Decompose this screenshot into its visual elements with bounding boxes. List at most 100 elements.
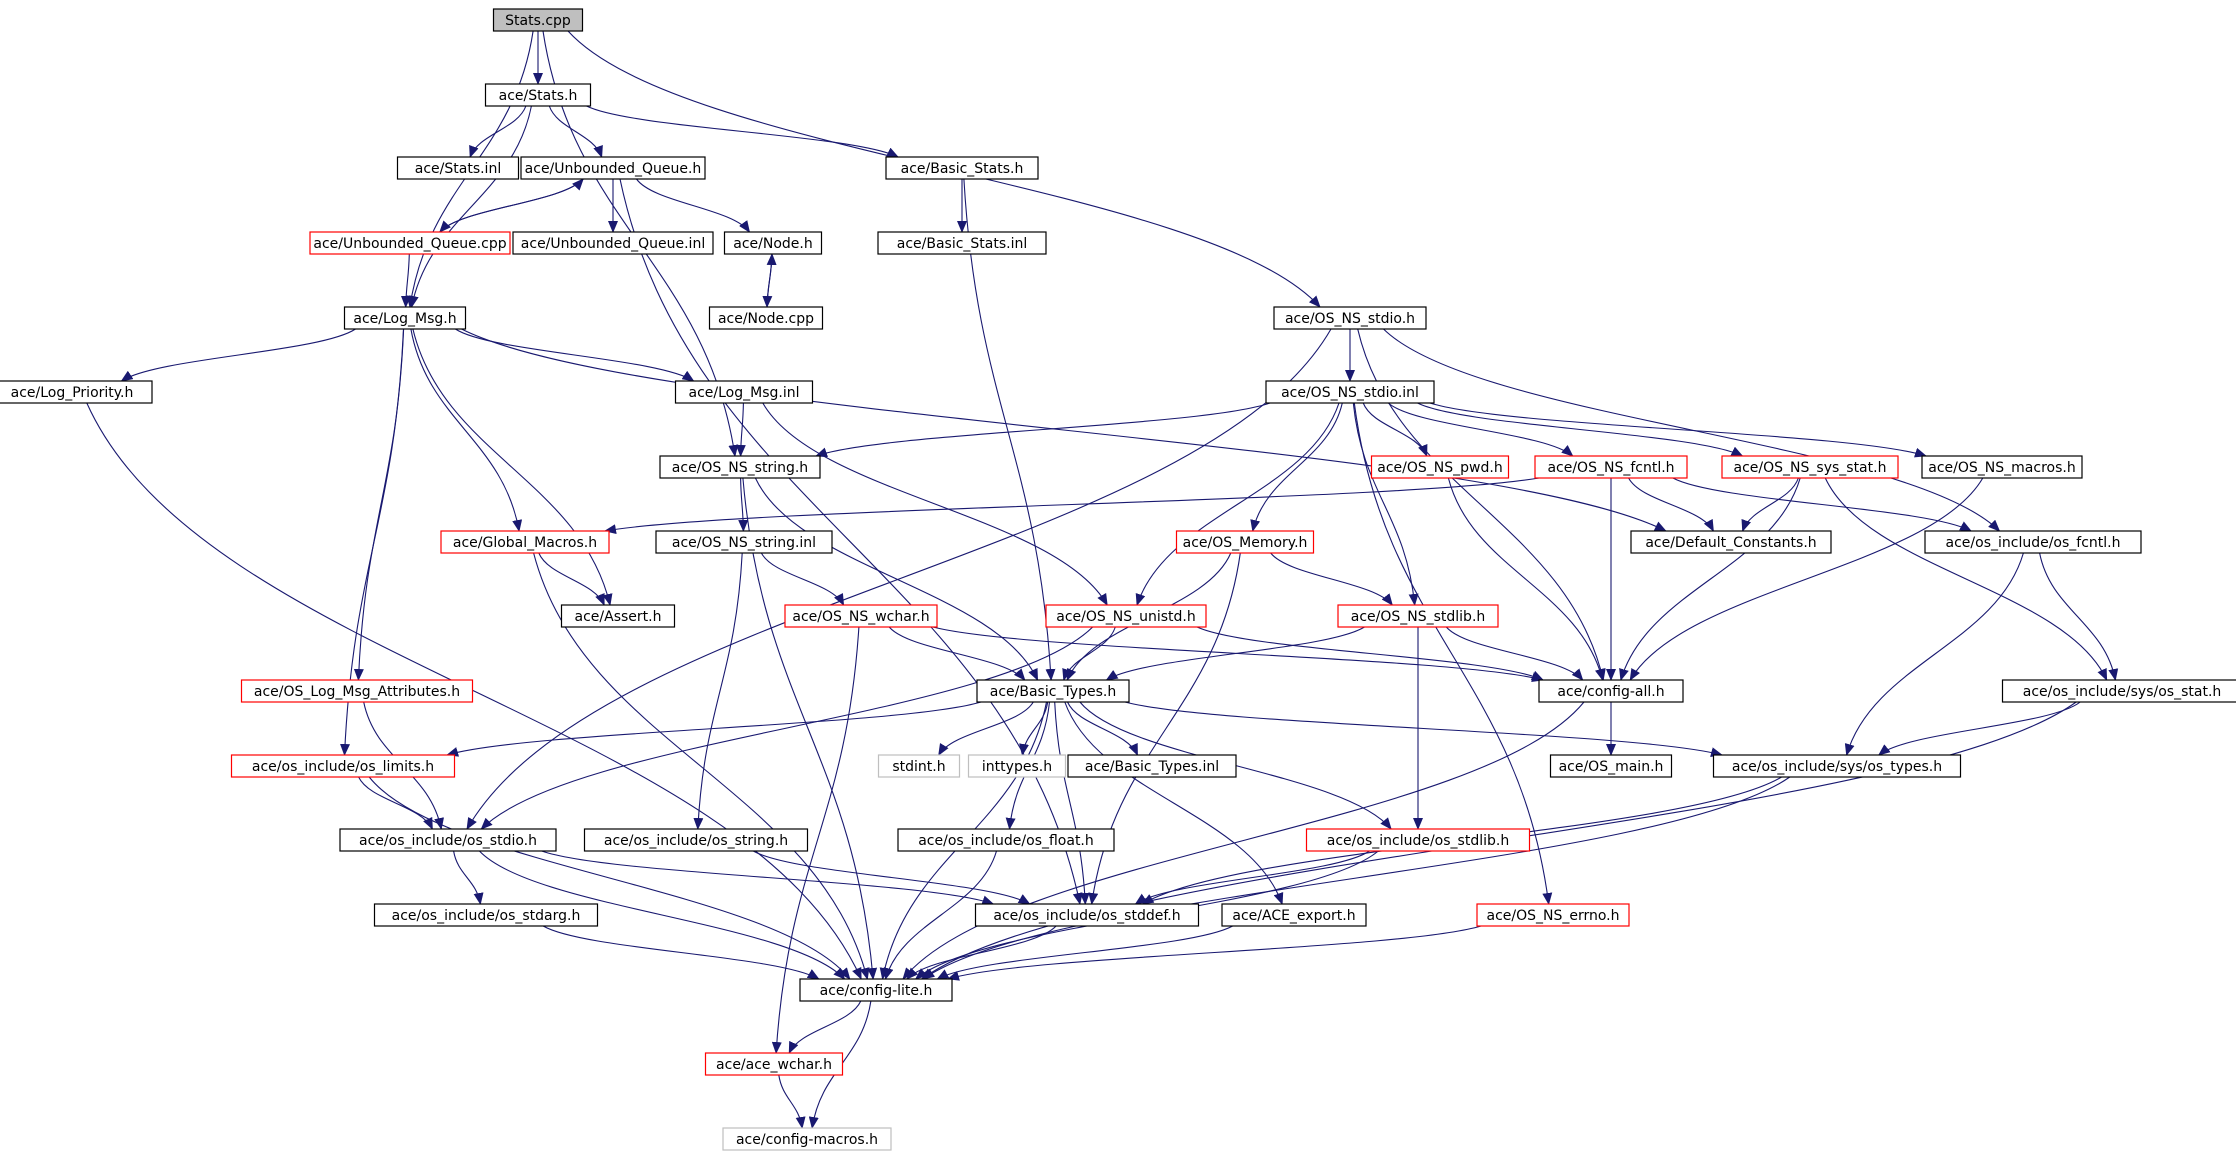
node-os-include-os-limits-h[interactable]: ace/os_include/os_limits.h	[230, 754, 456, 778]
node-os-include-os-fcntl-h[interactable]: ace/os_include/os_fcntl.h	[1924, 530, 2142, 554]
edges-layer	[86, 30, 2119, 1129]
edge-basic-types-h-to-stdint-h	[938, 701, 1034, 756]
node-label: ace/OS_NS_pwd.h	[1377, 460, 1502, 476]
node-os-ns-unistd-h[interactable]: ace/OS_NS_unistd.h	[1045, 604, 1207, 628]
edge-os-ns-string-h-to-os-ns-string-inl	[738, 477, 749, 532]
node-label: ace/Assert.h	[575, 609, 662, 625]
node-os-memory-h[interactable]: ace/OS_Memory.h	[1175, 530, 1315, 554]
node-box	[1476, 903, 1630, 927]
edge-os-include-os-string-h-to-os-include-os-stddef-h	[753, 850, 1031, 905]
edge-os-include-os-fcntl-h-to-os-include-sys-os-types-h	[1844, 552, 2024, 756]
node-os-include-os-stddef-h[interactable]: ace/os_include/os_stddef.h	[974, 903, 1200, 927]
node-os-ns-fcntl-h[interactable]: ace/OS_NS_fcntl.h	[1534, 455, 1688, 479]
node-os-ns-stdio-h[interactable]: ace/OS_NS_stdio.h	[1273, 306, 1427, 330]
node-box	[1712, 754, 1962, 778]
node-stdint-h[interactable]: stdint.h	[877, 754, 961, 778]
edge-os-ns-errno-h-to-config-lite-h	[947, 925, 1482, 981]
node-box	[723, 231, 823, 255]
node-config-lite-h[interactable]: ace/config-lite.h	[799, 978, 953, 1002]
edge-ubq-h-to-node-h	[636, 178, 751, 233]
node-global-macros-h[interactable]: ace/Global_Macros.h	[440, 530, 610, 554]
edge-os-include-os-stddef-h-to-config-lite-h	[906, 925, 1057, 980]
node-ace-wchar-h[interactable]: ace/ace_wchar.h	[704, 1052, 844, 1076]
node-os-log-msg-attributes-h[interactable]: ace/OS_Log_Msg_Attributes.h	[240, 679, 474, 703]
edge-os-ns-stdio-inl-to-os-ns-fcntl-h	[1387, 402, 1574, 457]
node-stats-inl[interactable]: ace/Stats.inl	[396, 156, 520, 180]
node-os-ns-stdlib-h[interactable]: ace/OS_NS_stdlib.h	[1337, 604, 1499, 628]
edge-os-include-os-float-h-to-config-lite-h	[883, 850, 998, 980]
node-default-constants-h[interactable]: ace/Default_Constants.h	[1630, 530, 1832, 554]
edge-os-ns-pwd-h-to-config-all-h	[1447, 477, 1605, 681]
node-os-ns-string-inl[interactable]: ace/OS_NS_string.inl	[655, 530, 833, 554]
node-label: ace/os_include/os_limits.h	[252, 759, 434, 775]
node-ubq-inl[interactable]: ace/Unbounded_Queue.inl	[512, 231, 714, 255]
node-os-include-os-string-h[interactable]: ace/os_include/os_string.h	[583, 828, 809, 852]
node-os-ns-sys-stat-h[interactable]: ace/OS_NS_sys_stat.h	[1721, 455, 1899, 479]
node-box	[1305, 828, 1531, 852]
node-box	[674, 380, 814, 404]
node-inttypes-h[interactable]: inttypes.h	[967, 754, 1067, 778]
edge-os-ns-string-h-to-basic-types-h	[754, 477, 1039, 681]
node-os-ns-wchar-h[interactable]: ace/OS_NS_wchar.h	[784, 604, 938, 628]
node-basic-stats-inl[interactable]: ace/Basic_Stats.inl	[877, 231, 1047, 255]
edge-os-ns-stdio-inl-to-os-ns-unistd-h	[1135, 402, 1340, 606]
node-os-include-os-stdlib-h[interactable]: ace/os_include/os_stdlib.h	[1305, 828, 1531, 852]
node-basic-types-inl[interactable]: ace/Basic_Types.inl	[1067, 754, 1237, 778]
node-assert-h[interactable]: ace/Assert.h	[560, 604, 676, 628]
node-box	[512, 231, 714, 255]
edge-log-msg-h-to-default-constants-h	[461, 328, 1667, 532]
node-box	[396, 156, 520, 180]
node-label: ace/os_include/os_fcntl.h	[1946, 535, 2121, 551]
node-ubq-cpp[interactable]: ace/Unbounded_Queue.cpp	[309, 231, 511, 255]
node-box	[1273, 306, 1427, 330]
node-basic-stats-h[interactable]: ace/Basic_Stats.h	[885, 156, 1039, 180]
edge-os-ns-stdio-inl-to-os-ns-sys-stat-h	[1417, 402, 1744, 457]
edge-log-msg-h-to-log-msg-inl	[455, 328, 695, 382]
node-os-include-os-stdarg-h[interactable]: ace/os_include/os_stdarg.h	[373, 903, 599, 927]
node-box	[1370, 455, 1510, 479]
node-os-ns-stdio-inl[interactable]: ace/OS_NS_stdio.inl	[1265, 380, 1435, 404]
node-label: ace/Unbounded_Queue.inl	[521, 236, 705, 252]
edge-os-ns-stdio-inl-to-os-ns-errno-h	[1353, 402, 1553, 905]
node-log-priority-h[interactable]: ace/Log_Priority.h	[0, 380, 153, 404]
node-os-main-h[interactable]: ace/OS_main.h	[1549, 754, 1673, 778]
node-stats-cpp[interactable]: Stats.cpp	[492, 8, 584, 32]
edge-stats-h-to-log-msg-h	[408, 105, 532, 308]
node-ace-export-h[interactable]: ace/ACE_export.h	[1221, 903, 1367, 927]
edge-basic-types-h-to-ace-export-h	[1064, 701, 1284, 905]
edge-os-ns-string-inl-to-os-ns-wchar-h	[760, 552, 845, 606]
node-stats-h[interactable]: ace/Stats.h	[484, 83, 592, 107]
node-os-ns-string-h[interactable]: ace/OS_NS_string.h	[659, 455, 821, 479]
node-box	[1045, 604, 1207, 628]
node-os-include-sys-os-types-h[interactable]: ace/os_include/sys/os_types.h	[1712, 754, 1962, 778]
edge-config-all-h-to-config-lite-h	[902, 701, 1585, 980]
edge-os-ns-stdlib-h-to-config-all-h	[1445, 626, 1584, 681]
node-label: ace/OS_NS_fcntl.h	[1547, 460, 1674, 476]
edge-os-ns-unistd-h-to-config-all-h	[1196, 626, 1544, 681]
node-os-ns-macros-h[interactable]: ace/OS_NS_macros.h	[1921, 455, 2083, 479]
node-os-include-os-stdio-h[interactable]: ace/os_include/os_stdio.h	[339, 828, 557, 852]
node-basic-types-h[interactable]: ace/Basic_Types.h	[976, 679, 1130, 703]
node-ubq-h[interactable]: ace/Unbounded_Queue.h	[520, 156, 706, 180]
node-node-cpp[interactable]: ace/Node.cpp	[708, 306, 824, 330]
node-box	[877, 231, 1047, 255]
node-os-ns-pwd-h[interactable]: ace/OS_NS_pwd.h	[1370, 455, 1510, 479]
node-os-include-sys-os-stat-h[interactable]: ace/os_include/sys/os_stat.h	[2001, 679, 2236, 703]
edge-log-msg-inl-to-os-ns-string-h	[735, 402, 746, 457]
node-log-msg-h[interactable]: ace/Log_Msg.h	[343, 306, 467, 330]
node-label: ace/Stats.inl	[415, 161, 501, 177]
node-box	[704, 1052, 844, 1076]
edge-basic-stats-h-to-basic-types-h	[963, 178, 1056, 681]
node-box	[659, 455, 821, 479]
node-os-ns-errno-h[interactable]: ace/OS_NS_errno.h	[1476, 903, 1630, 927]
edge-basic-types-h-to-basic-types-inl	[1066, 701, 1139, 756]
node-config-all-h[interactable]: ace/config-all.h	[1538, 679, 1684, 703]
node-label: ace/OS_NS_sys_stat.h	[1734, 460, 1887, 476]
node-log-msg-inl[interactable]: ace/Log_Msg.inl	[674, 380, 814, 404]
edge-os-ns-string-h-to-config-lite-h	[742, 477, 878, 980]
edge-ubq-cpp-to-ubq-h	[439, 178, 584, 233]
node-config-macros-h[interactable]: ace/config-macros.h	[722, 1127, 892, 1151]
node-os-include-os-float-h[interactable]: ace/os_include/os_float.h	[897, 828, 1115, 852]
edge-os-ns-stdio-inl-to-os-memory-h	[1250, 402, 1343, 532]
node-node-h[interactable]: ace/Node.h	[723, 231, 823, 255]
